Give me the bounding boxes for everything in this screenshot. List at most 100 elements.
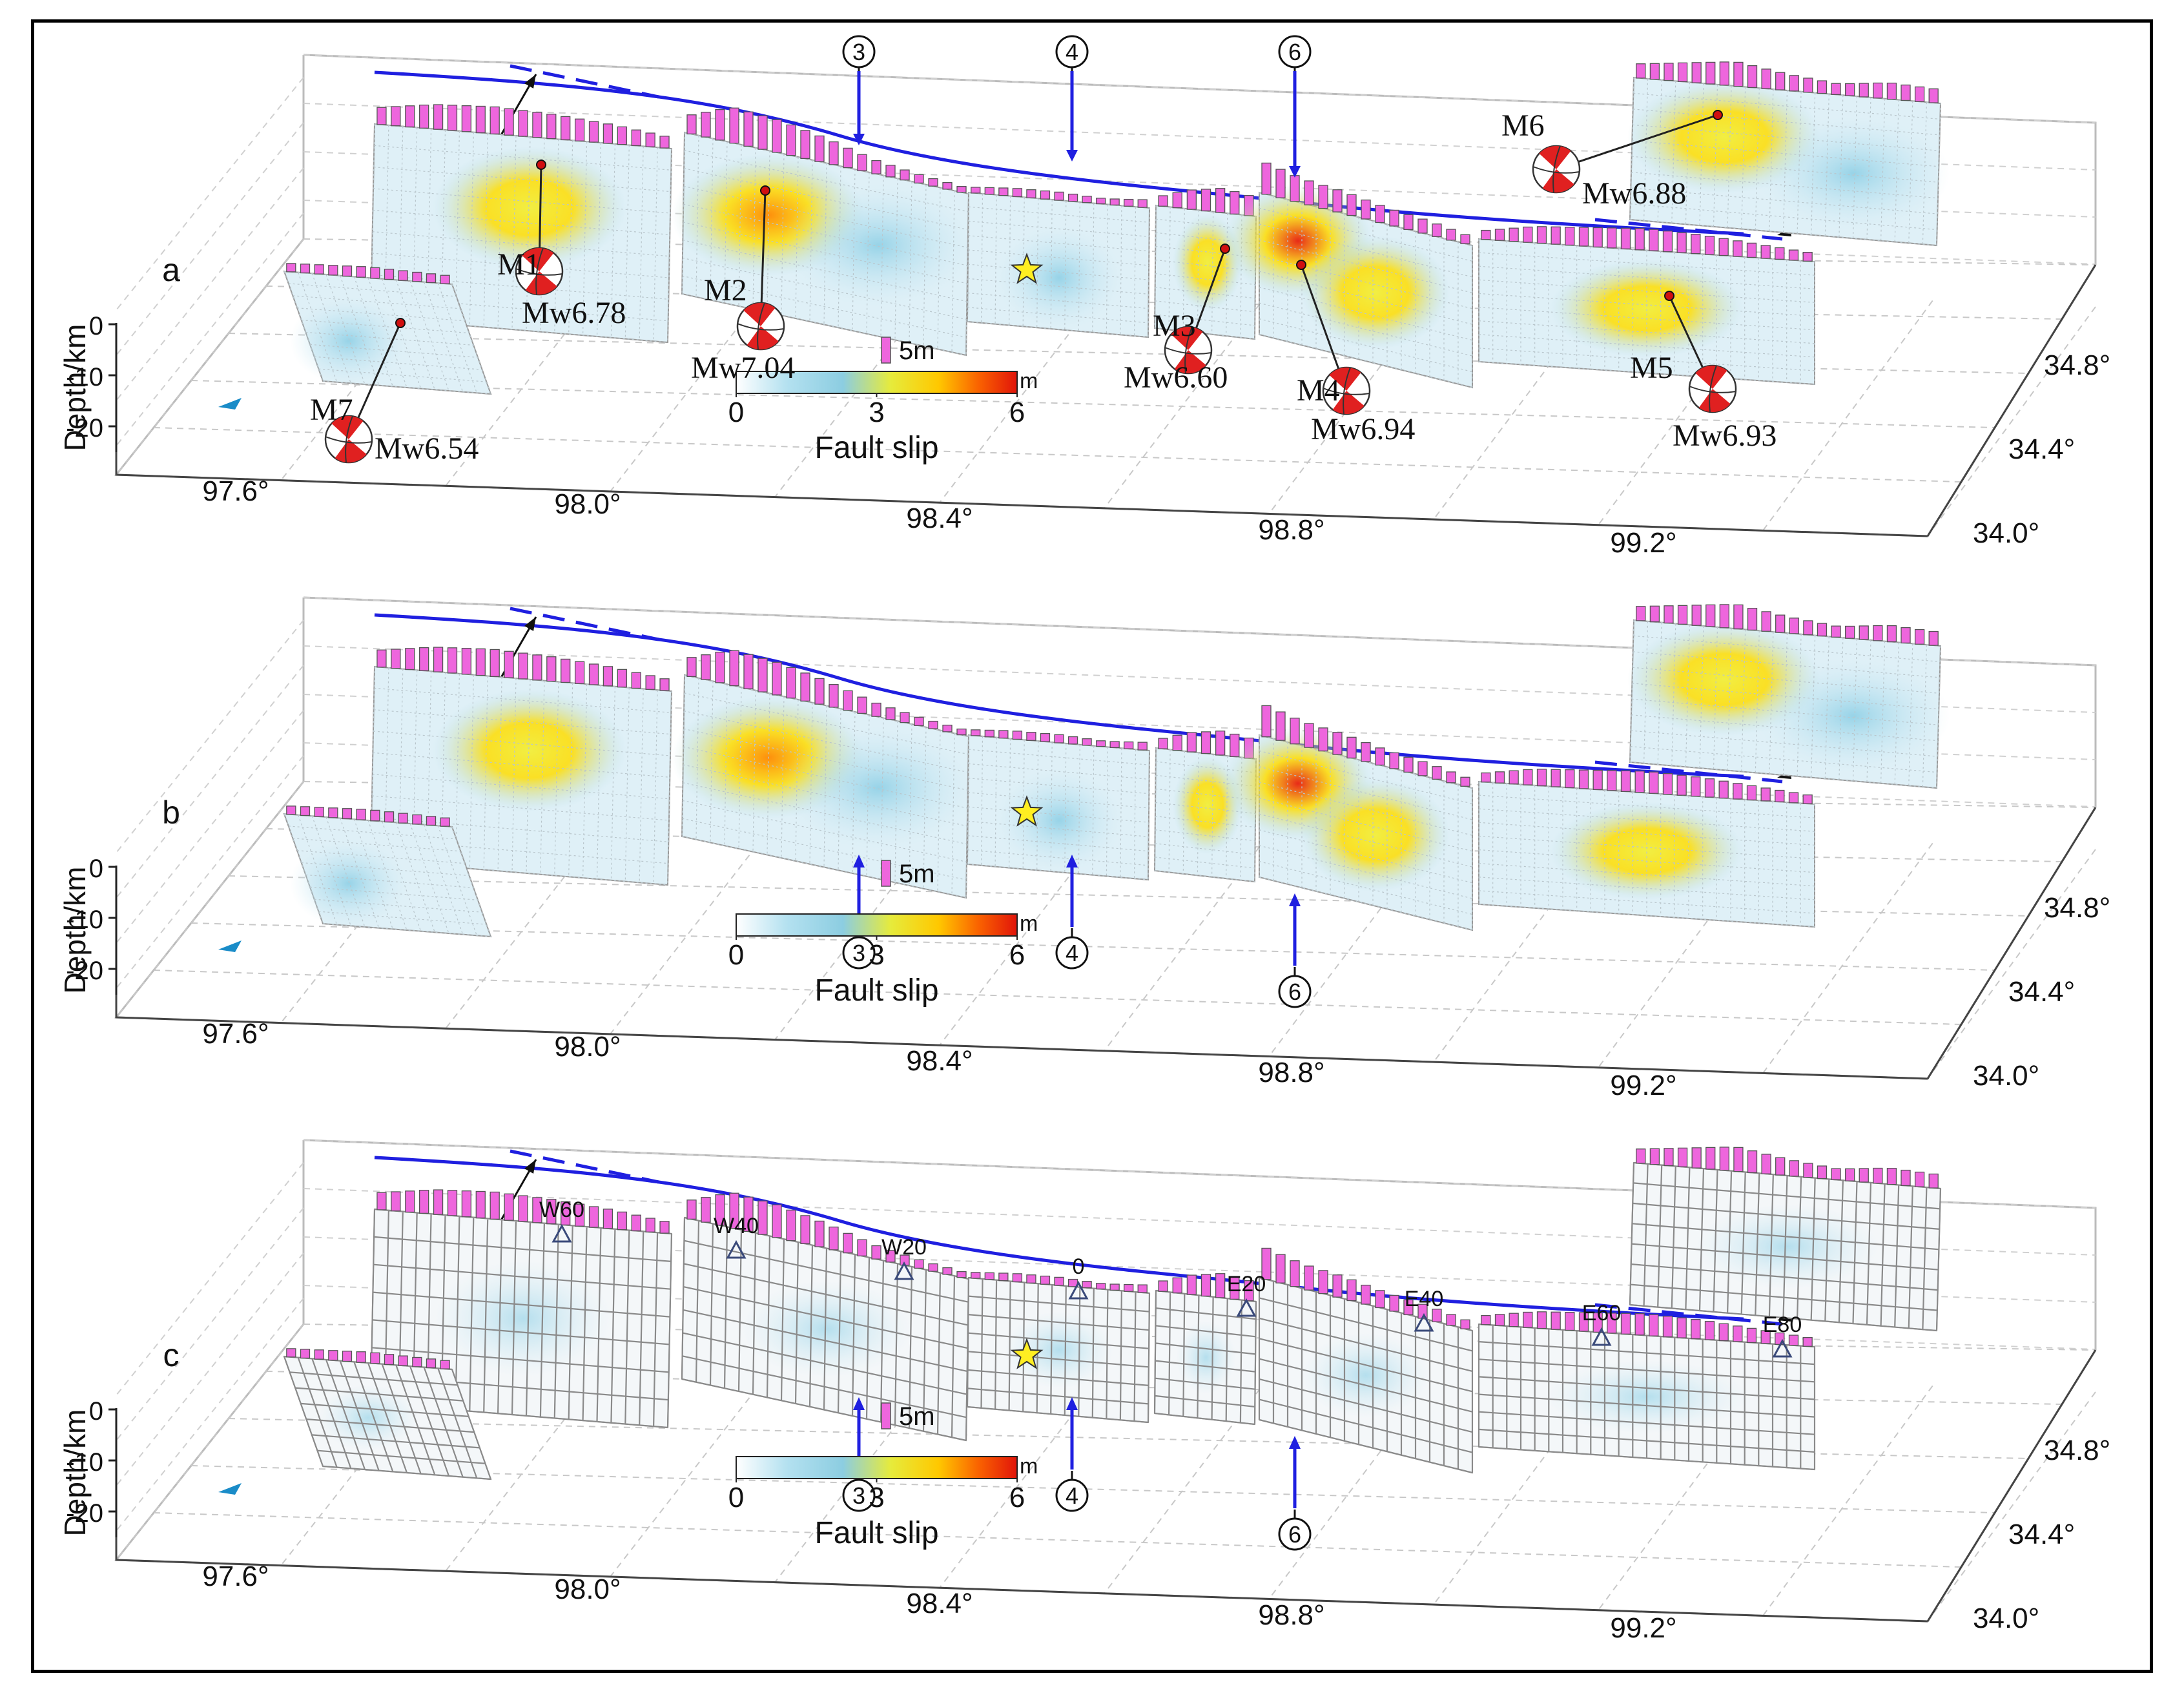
slip-bar — [1158, 195, 1168, 207]
slip-bar — [1403, 214, 1414, 231]
wall-grid-line — [116, 167, 304, 401]
slip-bar — [356, 266, 366, 278]
fault-segment — [966, 187, 1151, 338]
hypocenter-dot — [1296, 260, 1306, 270]
slip-bar — [1620, 1313, 1631, 1335]
longitude-tick-label: 98.8° — [1258, 514, 1324, 546]
depth-tick-label: -20 — [66, 1499, 103, 1528]
slip-bar — [1012, 731, 1023, 740]
slip-bar — [729, 650, 739, 687]
marker-bubble — [842, 1471, 876, 1512]
grid-line — [116, 781, 304, 1018]
depth-tick-label: -10 — [66, 363, 103, 391]
slip-bar — [1361, 742, 1371, 762]
slip-bar — [1928, 630, 1939, 646]
slip-bar — [1346, 1279, 1357, 1302]
wall-grid-line — [303, 151, 2096, 218]
slip-bar — [1172, 192, 1182, 209]
slip-bar — [1676, 774, 1687, 796]
slip-bar — [1389, 209, 1399, 227]
grid-line — [191, 380, 1995, 428]
beachball-nodal-plane — [325, 415, 373, 463]
slip-bar — [631, 672, 641, 689]
fault-trace-dashed — [510, 607, 659, 641]
fault-trace-dashed — [510, 64, 659, 99]
slip-patch — [290, 296, 407, 385]
slip-bar — [1460, 234, 1470, 244]
slip-bar — [1432, 223, 1442, 237]
slip-patch — [1301, 778, 1450, 892]
wall-grid-line — [303, 54, 2096, 123]
slip-bar — [617, 669, 627, 688]
slip-bar — [1662, 773, 1673, 795]
panel-letter: c — [163, 1337, 180, 1373]
fault-segment — [966, 1272, 1151, 1424]
beachball-nodal-plane — [737, 302, 785, 350]
slip-bar — [1747, 65, 1758, 88]
slip-bar — [1775, 247, 1785, 260]
slip-bar — [574, 1203, 585, 1227]
depth-tick-label: 0 — [89, 855, 103, 883]
slip-bar — [1676, 1317, 1687, 1338]
slip-bar — [1261, 1247, 1272, 1280]
focal-mw-label: Mw7.04 — [691, 351, 795, 385]
slip-bar — [398, 813, 408, 824]
colorbar-tick-label: 3 — [869, 939, 884, 971]
focal-mw-label: Mw6.78 — [522, 296, 626, 330]
wall-grid-line — [303, 645, 2096, 713]
slip-bar — [1677, 62, 1688, 83]
fault-segment — [1478, 1311, 1816, 1471]
slip-bar — [645, 132, 655, 147]
longitude-tick-label: 97.6° — [202, 1561, 269, 1592]
hypocenter-dot — [1220, 244, 1230, 254]
beachball-nodal-plane — [1323, 367, 1370, 415]
fault-mesh — [967, 192, 1150, 338]
latitude-tick-label: 34.0° — [1973, 517, 2039, 549]
marker-arrowhead — [1289, 1436, 1301, 1449]
focal-mw-label: Mw6.88 — [1582, 176, 1686, 211]
slip-bar — [800, 672, 810, 702]
fault-segment — [1627, 61, 1950, 247]
slip-patch — [433, 146, 626, 269]
slip-bar — [504, 650, 514, 678]
slip-bar — [1747, 608, 1758, 631]
slip-bar — [398, 270, 408, 281]
slip-bar — [1054, 191, 1064, 201]
slip-bar — [1677, 1147, 1688, 1168]
slip-bar — [1607, 227, 1617, 249]
slip-patch — [996, 226, 1122, 329]
slip-bar — [405, 648, 415, 670]
profile-marker-6: 6 — [1278, 1436, 1312, 1551]
slip-bar — [561, 1201, 571, 1226]
beachball-quadrant — [1171, 327, 1203, 350]
slip-bar — [1761, 68, 1771, 89]
slip-bar — [743, 1196, 754, 1232]
marker-label: 4 — [1066, 940, 1078, 966]
slip-bar — [391, 1191, 401, 1212]
slip-bar — [1859, 625, 1869, 640]
slip-bar — [1332, 189, 1343, 213]
focal-id-label: M7 — [310, 393, 353, 427]
slip-bar — [1215, 1273, 1226, 1298]
slip-bar — [1304, 1265, 1314, 1291]
fault-segment — [672, 650, 975, 899]
slip-bar — [701, 654, 711, 680]
longitude-tick-label: 97.6° — [202, 1018, 269, 1050]
slip-bar — [286, 263, 296, 273]
fault-mesh — [369, 1208, 673, 1429]
slip-bar — [1067, 736, 1078, 745]
slip-bar — [376, 107, 387, 125]
beachball-quadrant — [1174, 350, 1206, 373]
marker-bubble — [1055, 928, 1089, 970]
longitude-tick-label: 98.8° — [1258, 1599, 1324, 1631]
slip-bar — [1494, 1314, 1505, 1326]
epicenter-star — [1010, 1338, 1044, 1369]
slip-patch — [1176, 1320, 1236, 1395]
slip-bar — [1332, 1274, 1343, 1298]
slip-bar — [1620, 227, 1631, 249]
